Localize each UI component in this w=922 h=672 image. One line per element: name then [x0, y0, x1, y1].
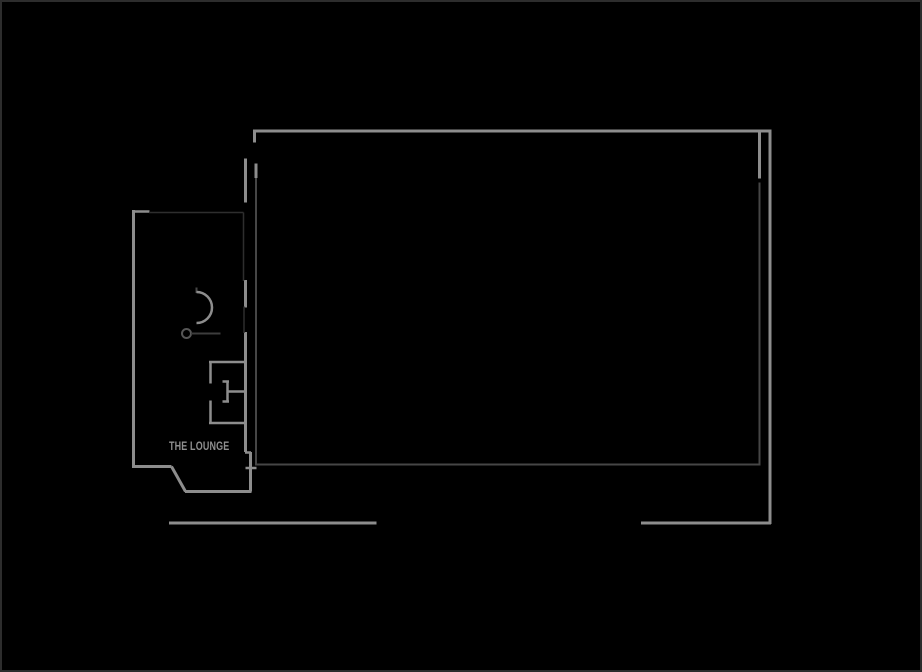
faint-guide-lines	[149, 211, 245, 333]
room-label-the-lounge: THE LOUNGE	[169, 441, 230, 453]
wall-segment	[170, 465, 187, 493]
door-swing-arc-icon	[196, 290, 214, 325]
door-pivot-icon	[181, 328, 221, 339]
door-pivot-circle	[181, 328, 192, 339]
inner-wall-lines	[195, 178, 761, 466]
wall-lines	[132, 129, 772, 525]
